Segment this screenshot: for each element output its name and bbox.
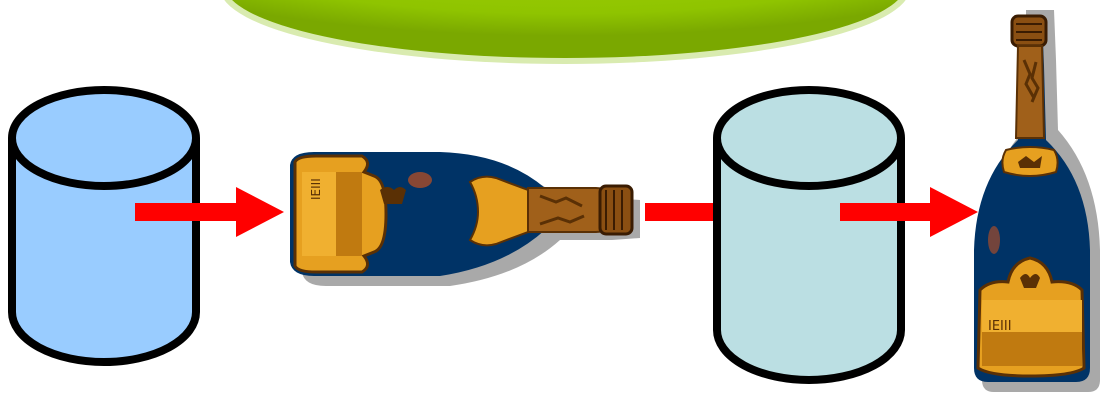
second-container-cylinder xyxy=(717,90,901,380)
bottle-vertical-icon: IEIII xyxy=(974,10,1100,392)
svg-text:IEIII: IEIII xyxy=(988,319,1012,334)
svg-text:IEIII: IEIII xyxy=(309,178,323,200)
bottle-horizontal-icon: IEIII xyxy=(290,152,640,286)
source-container-cylinder xyxy=(12,90,196,362)
green-banner xyxy=(220,0,910,64)
